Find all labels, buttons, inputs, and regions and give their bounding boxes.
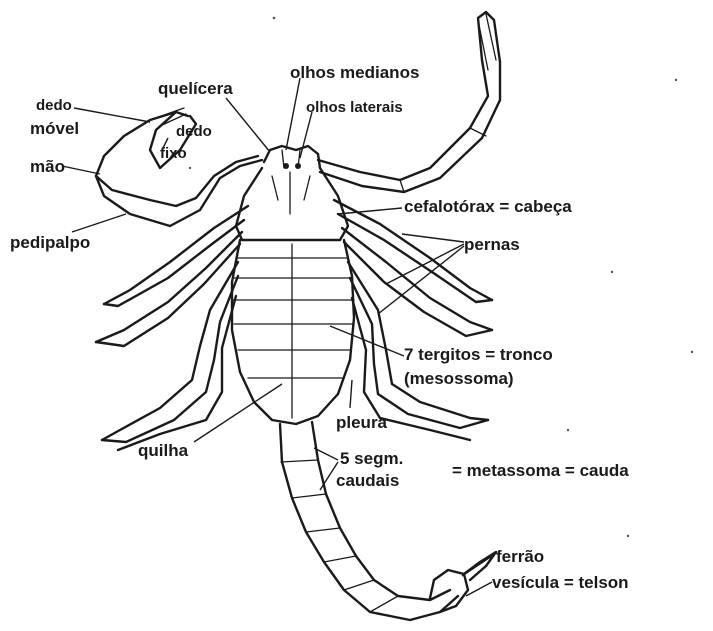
label-tergitos-2: (mesossoma) <box>404 369 514 388</box>
leader-lines <box>62 78 492 596</box>
label-pedipalpo: pedipalpo <box>10 233 90 252</box>
label-segm-2: caudais <box>336 471 399 490</box>
label-dedo-fixo-1: dedo <box>176 123 212 140</box>
labels: dedo móvel dedo fixo mão pedipalpo quelí… <box>10 63 629 592</box>
label-quelicera: quelícera <box>158 79 233 98</box>
label-metassoma: = metassoma = cauda <box>452 461 629 480</box>
mesosoma <box>232 240 354 424</box>
cephalothorax <box>236 168 348 240</box>
label-dedo-movel-1: dedo <box>36 97 72 114</box>
label-olhos-medianos: olhos medianos <box>290 63 419 82</box>
label-cefalotorax: cefalotórax = cabeça <box>404 197 572 216</box>
label-pernas: pernas <box>464 235 520 254</box>
label-olhos-laterais: olhos laterais <box>306 99 403 116</box>
label-dedo-fixo-2: fixo <box>160 145 187 162</box>
label-segm-1: 5 segm. <box>340 449 403 468</box>
label-quilha: quilha <box>138 441 189 460</box>
label-vesicula: vesícula = telson <box>492 573 629 592</box>
label-dedo-movel-2: móvel <box>30 119 79 138</box>
label-tergitos-1: 7 tergitos = tronco <box>404 345 553 364</box>
label-ferrao: ferrão <box>496 547 544 566</box>
head <box>264 146 320 214</box>
left-legs <box>96 206 248 450</box>
label-pleura: pleura <box>336 413 388 432</box>
label-mao: mão <box>30 157 65 176</box>
